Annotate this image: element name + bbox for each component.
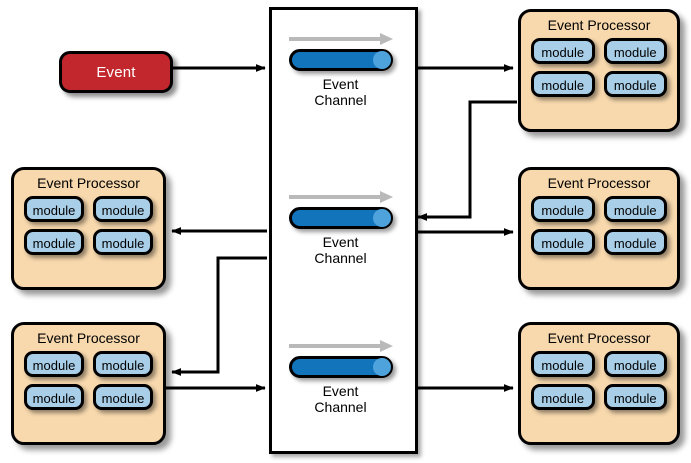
event-channel-1[interactable]: Event Channel xyxy=(269,33,412,108)
module-box[interactable]: module xyxy=(24,229,84,255)
channel-label-2-line2: Channel xyxy=(314,250,367,266)
event-processor-bottom-right[interactable]: Event Processor module module module mod… xyxy=(518,322,680,445)
channel-label-3-line1: Event xyxy=(322,383,359,399)
cylinder-cap-icon-3 xyxy=(372,358,391,376)
module-box[interactable]: module xyxy=(531,38,595,64)
module-grid: module module module module xyxy=(521,196,677,264)
module-box[interactable]: module xyxy=(531,71,595,97)
channel-label-1-line1: Event xyxy=(322,76,359,92)
channel-label-2: Event Channel xyxy=(269,234,412,266)
wire-channel-to-bottom-left xyxy=(171,256,267,376)
event-channel-2[interactable]: Event Channel xyxy=(269,191,412,266)
flow-arrow-icon-3 xyxy=(288,340,393,352)
module-box[interactable]: module xyxy=(603,38,667,64)
module-box[interactable]: module xyxy=(531,351,595,377)
channel-label-3: Event Channel xyxy=(269,383,412,415)
cylinder-cap-icon-2 xyxy=(372,209,391,227)
module-box[interactable]: module xyxy=(603,71,667,97)
module-box[interactable]: module xyxy=(603,229,667,255)
channel-cylinder-2 xyxy=(288,207,393,229)
event-processor-top-right[interactable]: Event Processor module module module mod… xyxy=(518,9,680,132)
module-box[interactable]: module xyxy=(603,351,667,377)
flow-arrow-icon-1 xyxy=(288,33,393,45)
module-box[interactable]: module xyxy=(531,196,595,222)
channel-label-3-line2: Channel xyxy=(314,399,367,415)
event-processor-bottom-left[interactable]: Event Processor module module module mod… xyxy=(11,322,166,445)
processor-title: Event Processor xyxy=(547,17,651,33)
wire-top-right-to-channel xyxy=(417,100,517,221)
event-processor-middle-right[interactable]: Event Processor module module module mod… xyxy=(518,167,680,290)
module-box[interactable]: module xyxy=(531,229,595,255)
channel-label-1: Event Channel xyxy=(269,76,412,108)
module-grid: module module module module xyxy=(521,38,677,106)
event-box[interactable]: Event xyxy=(59,51,173,93)
event-processor-middle-left[interactable]: Event Processor module module module mod… xyxy=(11,167,166,290)
processor-title: Event Processor xyxy=(37,330,140,346)
processor-title: Event Processor xyxy=(547,175,651,191)
channel-cylinder-3 xyxy=(288,356,393,378)
module-box[interactable]: module xyxy=(603,196,667,222)
flow-arrow-icon-2 xyxy=(288,191,393,203)
module-box[interactable]: module xyxy=(24,196,84,222)
module-grid: module module module module xyxy=(14,196,163,264)
channel-label-1-line2: Channel xyxy=(314,92,367,108)
module-grid: module module module module xyxy=(521,351,677,419)
module-box[interactable]: module xyxy=(93,196,153,222)
processor-title: Event Processor xyxy=(37,175,140,191)
cylinder-cap-icon-1 xyxy=(372,51,391,69)
module-box[interactable]: module xyxy=(93,351,153,377)
module-box[interactable]: module xyxy=(93,384,153,410)
module-box[interactable]: module xyxy=(24,351,84,377)
event-label: Event xyxy=(96,63,136,81)
module-box[interactable]: module xyxy=(531,384,595,410)
channel-label-2-line1: Event xyxy=(322,234,359,250)
module-box[interactable]: module xyxy=(603,384,667,410)
module-grid: module module module module xyxy=(14,351,163,419)
channel-cylinder-1 xyxy=(288,49,393,71)
event-channel-container: Event Channel Event Channel xyxy=(269,7,418,454)
module-box[interactable]: module xyxy=(24,384,84,410)
module-box[interactable]: module xyxy=(93,229,153,255)
event-channel-3[interactable]: Event Channel xyxy=(269,340,412,415)
processor-title: Event Processor xyxy=(547,330,651,346)
